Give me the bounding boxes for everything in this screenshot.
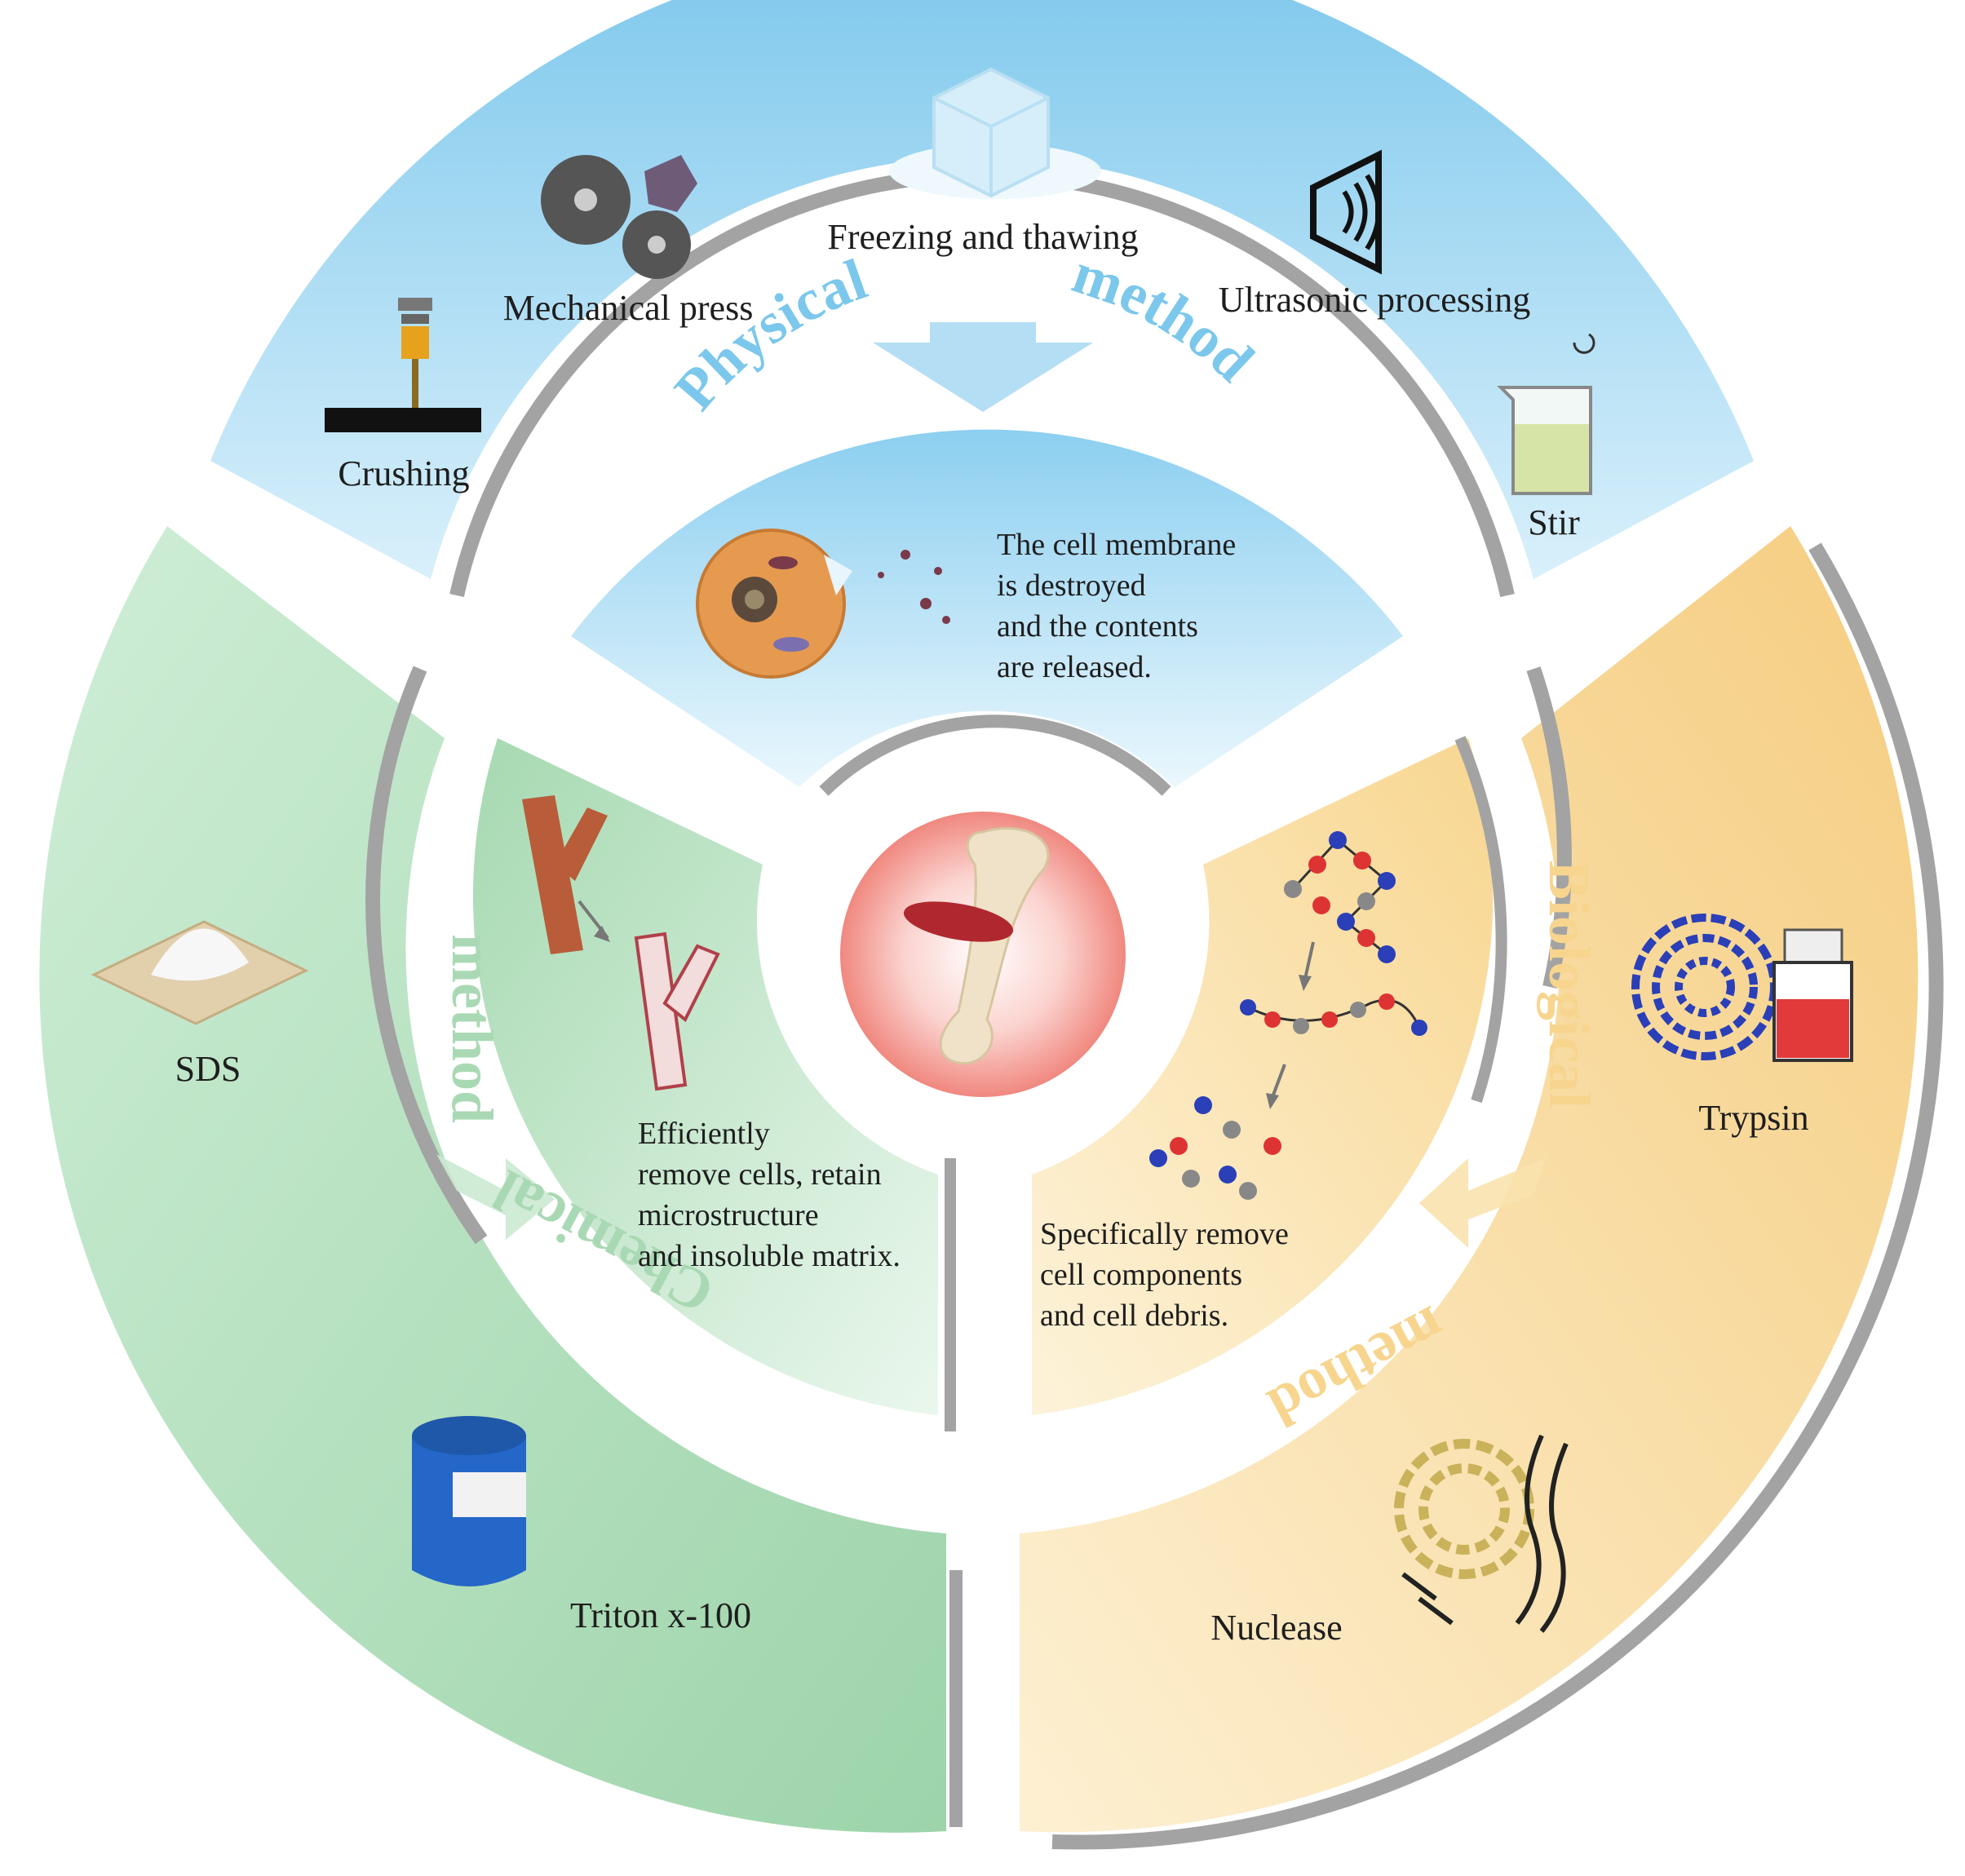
freezing-thawing-label: Freezing and thawing	[827, 217, 1138, 257]
chemical-inner-sector	[472, 738, 956, 1431]
broken-cell-icon	[696, 529, 950, 679]
chemical-desc-line: Efficiently	[638, 1117, 770, 1151]
nuclease-icon	[1394, 1434, 1569, 1633]
chemical-method-word: method	[440, 934, 505, 1123]
chemical-desc-line: microstructure	[638, 1198, 819, 1232]
chemical-description: Efficiently remove cells, retain microst…	[638, 1117, 901, 1273]
center-bone-muscle	[840, 812, 1126, 1097]
muscle-fiber-icon	[522, 795, 720, 1091]
chemical-outer-sector	[39, 526, 963, 1833]
biological-method-title: Biological	[1537, 861, 1602, 1108]
ultrasonic-icon	[1310, 149, 1382, 275]
stir-label: Stir	[1528, 502, 1580, 542]
nuclease-label: Nuclease	[1210, 1608, 1342, 1648]
sds-label: SDS	[175, 1049, 241, 1089]
chemical-desc-line: and insoluble matrix.	[638, 1239, 901, 1273]
physical-desc-line: The cell membrane	[997, 528, 1236, 562]
crushing-icon	[325, 298, 481, 432]
physical-desc-line: is destroyed	[997, 569, 1146, 603]
physical-arrow	[873, 322, 1093, 412]
protein-chain-icon	[1149, 831, 1427, 1200]
biological-desc-line: Specifically remove	[1040, 1217, 1289, 1251]
physical-desc-line: are released.	[997, 650, 1152, 684]
biological-desc-line: and cell debris.	[1040, 1299, 1228, 1333]
biological-outer-sector	[1020, 526, 1944, 1850]
physical-desc-line: and the contents	[997, 609, 1198, 644]
mechanical-press-icon	[541, 155, 697, 279]
triton-label: Triton x-100	[570, 1595, 751, 1635]
biological-description: Specifically remove cell components and …	[1040, 1217, 1289, 1333]
crushing-label: Crushing	[338, 454, 469, 493]
physical-inner-sector	[571, 429, 1403, 796]
chemical-desc-line: remove cells, retain	[638, 1157, 882, 1192]
stir-beaker-icon	[1497, 333, 1595, 495]
physical-method-title: Physical	[662, 246, 874, 423]
sds-powder-icon	[91, 920, 309, 1025]
biological-inner-sector	[1032, 736, 1507, 1415]
chemical-arrow	[436, 1154, 555, 1240]
physical-description: The cell membrane is destroyed and the c…	[997, 528, 1236, 684]
triton-bottle-icon	[412, 1416, 526, 1586]
ultrasonic-processing-label: Ultrasonic processing	[1219, 280, 1530, 320]
trypsin-label: Trypsin	[1698, 1098, 1808, 1138]
biological-desc-line: cell components	[1040, 1258, 1242, 1292]
trypsin-icon	[1631, 914, 1853, 1062]
ice-cube-icon	[889, 67, 1101, 199]
biological-arrow	[1419, 1158, 1546, 1248]
mechanical-press-label: Mechanical press	[503, 288, 754, 328]
